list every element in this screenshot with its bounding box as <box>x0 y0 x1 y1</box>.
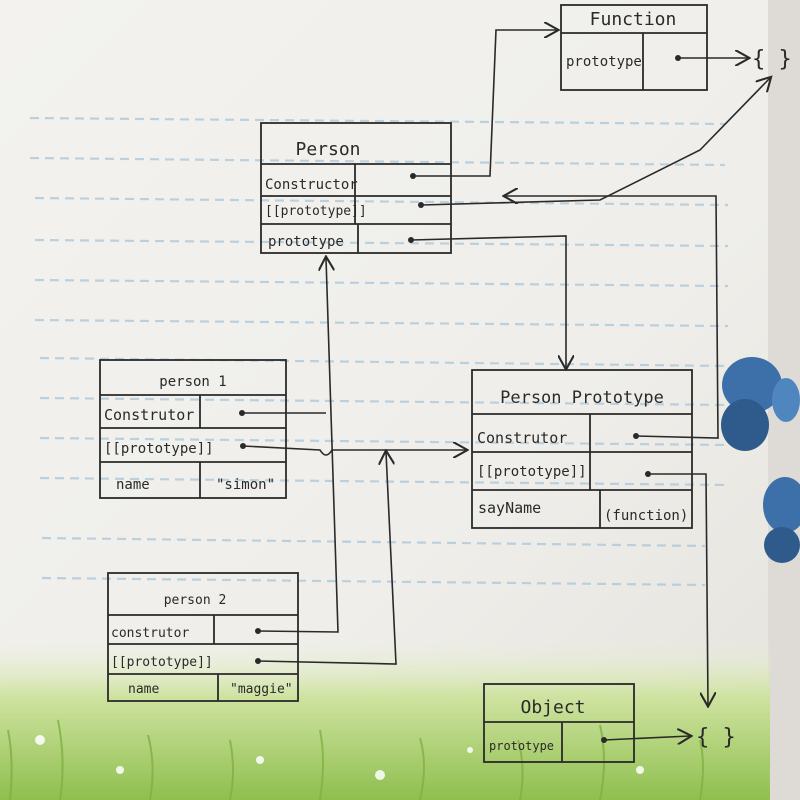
p2-proto-internal-label: [[prototype]] <box>111 655 213 670</box>
arrow-p2-proto-to-person-prototype <box>257 452 397 665</box>
p2-name-label: name <box>128 682 159 697</box>
person-constructor-label: Constructor <box>265 177 358 193</box>
object-prototype-target: { } <box>696 725 736 750</box>
ruled-lines <box>29 116 729 587</box>
person-title: Person <box>295 139 360 160</box>
p1-name-label: name <box>116 477 150 493</box>
function-prototype-target: { } <box>752 47 792 72</box>
person1-box <box>99 359 287 499</box>
arrow-pp-constructor-to-person <box>505 196 719 439</box>
pp-sayname-label: sayName <box>478 499 541 517</box>
p1-constructor-label: Construtor <box>104 406 194 424</box>
p2-constructor-label: construtor <box>111 626 189 641</box>
p1-name-value: "simon" <box>216 477 275 493</box>
butterfly-icon <box>721 357 800 451</box>
person-prototype-title: Person Prototype <box>500 388 664 408</box>
pp-proto-internal-label: [[prototype]] <box>477 464 587 480</box>
object-prototype-label: prototype <box>489 739 554 753</box>
object-box <box>483 683 635 763</box>
arrow-object-to-empty <box>603 736 690 740</box>
function-prototype-label: prototype <box>566 54 642 70</box>
p2-name-value: "maggie" <box>230 682 293 697</box>
grass-flowers <box>35 735 644 780</box>
person-box <box>260 122 452 254</box>
arrow-pp-proto-to-object-prototype <box>648 473 708 705</box>
function-box <box>560 4 708 91</box>
object-title: Object <box>520 697 585 718</box>
person1-title: person 1 <box>159 374 226 390</box>
person-prototype-box <box>471 369 693 529</box>
p1-proto-internal-label: [[prototype]] <box>104 441 214 457</box>
butterfly-icon <box>763 477 800 563</box>
function-title: Function <box>590 9 677 30</box>
arrow-p2-constructor-to-person <box>257 258 339 633</box>
person-prototype-label: prototype <box>268 234 344 250</box>
person2-title: person 2 <box>164 593 227 608</box>
pp-constructor-label: Construtor <box>477 429 567 447</box>
person-proto-internal-label: [[prototype]] <box>265 204 367 219</box>
arrow-person-prototype-to-person-prototype <box>410 235 566 368</box>
pp-sayname-value: (function) <box>604 508 688 524</box>
arrow-person-constructor-to-function <box>413 30 557 177</box>
person2-box <box>107 572 299 702</box>
